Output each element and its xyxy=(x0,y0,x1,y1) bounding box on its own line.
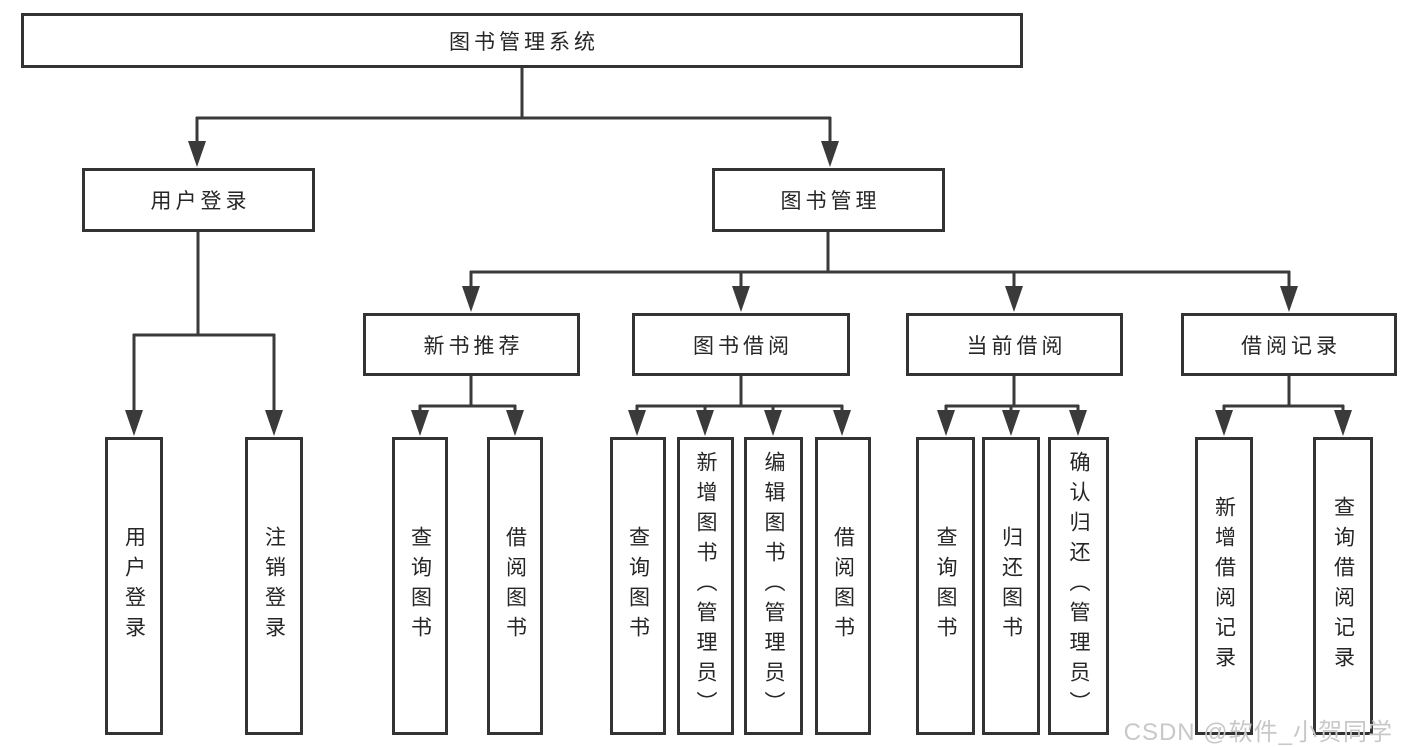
node-current-borrowing-label: 当前借阅 xyxy=(966,334,1067,358)
node-bb-borrow-book-label: 借阅图书 xyxy=(831,526,855,646)
node-rec-query-book-label: 查询图书 xyxy=(408,526,432,646)
node-cb-query-book-label: 查询图书 xyxy=(934,526,957,646)
csdn-watermark: CSDN @软件_小贺同学 xyxy=(1123,719,1393,746)
node-book-management: 图书管理 xyxy=(712,168,945,232)
node-br-add-record: 新增借阅记录 xyxy=(1195,437,1253,735)
node-borrowing-records-label: 借阅记录 xyxy=(1241,334,1341,358)
node-current-borrowing: 当前借阅 xyxy=(906,313,1123,376)
node-book-management-label: 图书管理 xyxy=(780,190,881,213)
node-cb-return-book-label: 归还图书 xyxy=(999,526,1023,646)
node-rec-borrow-book: 借阅图书 xyxy=(487,437,543,735)
node-bb-query-book: 查询图书 xyxy=(610,437,666,735)
node-rec-borrow-book-label: 借阅图书 xyxy=(503,526,527,646)
node-bb-query-book-label: 查询图书 xyxy=(626,526,650,646)
node-root-label: 图书管理系统 xyxy=(449,30,599,54)
node-bb-edit-book-admin: 编辑图书（管理员） xyxy=(744,437,803,735)
node-cb-query-book: 查询图书 xyxy=(916,437,975,735)
node-user-login-label: 用户登录 xyxy=(150,190,251,213)
node-bb-edit-book-admin-label: 编辑图书（管理员） xyxy=(762,451,785,721)
node-borrowing-records: 借阅记录 xyxy=(1181,313,1397,376)
node-br-query-record: 查询借阅记录 xyxy=(1313,437,1373,735)
node-rec-query-book: 查询图书 xyxy=(392,437,448,735)
node-leaf-logout: 注销登录 xyxy=(245,437,303,735)
node-br-add-record-label: 新增借阅记录 xyxy=(1212,496,1236,676)
node-bb-borrow-book: 借阅图书 xyxy=(815,437,871,735)
node-root: 图书管理系统 xyxy=(21,13,1023,68)
node-leaf-user-login: 用户登录 xyxy=(105,437,163,735)
node-cb-confirm-return-admin-label: 确认归还（管理员） xyxy=(1067,451,1090,721)
node-bb-add-book-admin: 新增图书（管理员） xyxy=(677,437,734,735)
node-leaf-logout-label: 注销登录 xyxy=(262,526,286,646)
node-cb-confirm-return-admin: 确认归还（管理员） xyxy=(1048,437,1109,735)
node-new-book-recommend: 新书推荐 xyxy=(363,313,580,376)
node-user-login: 用户登录 xyxy=(82,168,315,232)
node-new-book-recommend-label: 新书推荐 xyxy=(423,334,524,358)
node-cb-return-book: 归还图书 xyxy=(982,437,1040,735)
node-book-borrowing-label: 图书借阅 xyxy=(693,334,793,358)
node-leaf-user-login-label: 用户登录 xyxy=(122,526,146,646)
node-book-borrowing: 图书借阅 xyxy=(632,313,850,376)
node-br-query-record-label: 查询借阅记录 xyxy=(1331,496,1355,676)
node-bb-add-book-admin-label: 新增图书（管理员） xyxy=(694,451,717,721)
